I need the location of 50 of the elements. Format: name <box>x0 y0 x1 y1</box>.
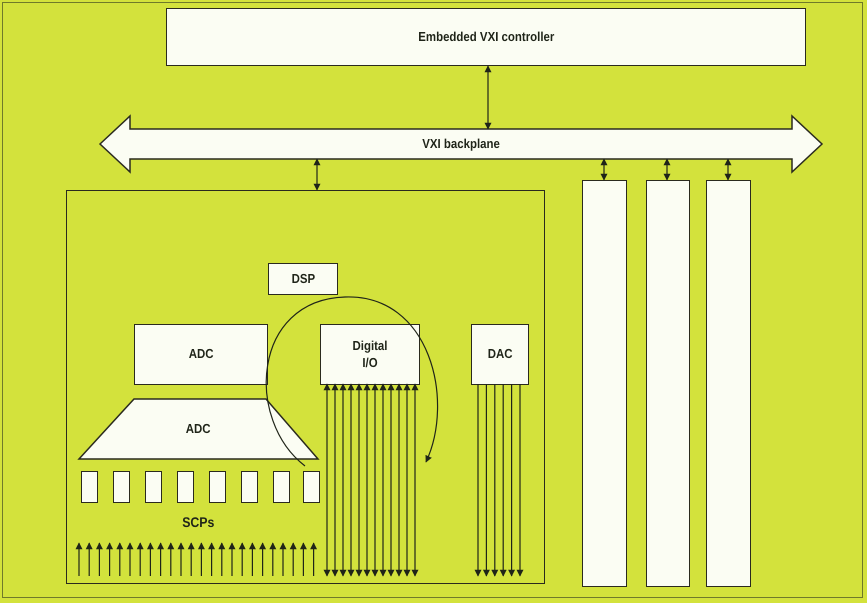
block <box>134 324 268 385</box>
channel-box <box>177 471 194 503</box>
connector-arrow <box>404 383 410 577</box>
block-label: Digital I/O <box>352 338 388 372</box>
connector-arrow <box>724 158 732 181</box>
connector-arrow <box>356 383 362 577</box>
block <box>166 8 806 66</box>
connector-arrow <box>474 384 482 577</box>
connector-arrow <box>324 383 330 577</box>
block-label: ADC <box>188 346 214 363</box>
block-label: DAC <box>488 346 512 363</box>
connector-arrow <box>482 384 490 577</box>
connector-arrow <box>364 383 370 577</box>
channel-box <box>273 471 290 503</box>
module-frame <box>66 190 545 584</box>
channel-box <box>145 471 162 503</box>
block <box>471 324 529 385</box>
module-card <box>646 180 690 587</box>
connector-arrow <box>348 383 354 577</box>
bus-arrow <box>100 116 822 172</box>
channel-box <box>241 471 258 503</box>
channel-box <box>209 471 226 503</box>
connector-arrow <box>372 383 378 577</box>
channel-box <box>303 471 320 503</box>
connector-arrow <box>484 65 492 130</box>
module-card <box>706 180 751 587</box>
connector-arrow <box>500 384 507 577</box>
connector-arrow <box>314 158 320 191</box>
connector-arrow <box>396 383 402 577</box>
channel-box <box>81 471 98 503</box>
connector-arrow <box>508 384 516 577</box>
block <box>268 263 338 295</box>
group-label: SCPs <box>182 514 214 530</box>
connector-arrow <box>600 158 608 181</box>
channel-box <box>113 471 130 503</box>
block-label: Embedded VXI controller <box>418 28 554 46</box>
block <box>320 324 420 385</box>
connector-arrow <box>664 158 670 181</box>
connector-arrow <box>332 383 338 577</box>
connector-arrow <box>388 383 394 577</box>
connector-arrow <box>491 384 498 577</box>
connector-arrow <box>340 383 346 577</box>
module-card <box>582 180 627 587</box>
connector-arrow <box>412 383 418 577</box>
block-label: DSP <box>291 270 315 288</box>
connector-arrow <box>380 383 386 577</box>
block-label: ADC <box>186 420 211 438</box>
connector-arrow <box>516 384 524 577</box>
block-label: VXI backplane <box>422 136 500 152</box>
trapezoid-block <box>79 399 318 459</box>
